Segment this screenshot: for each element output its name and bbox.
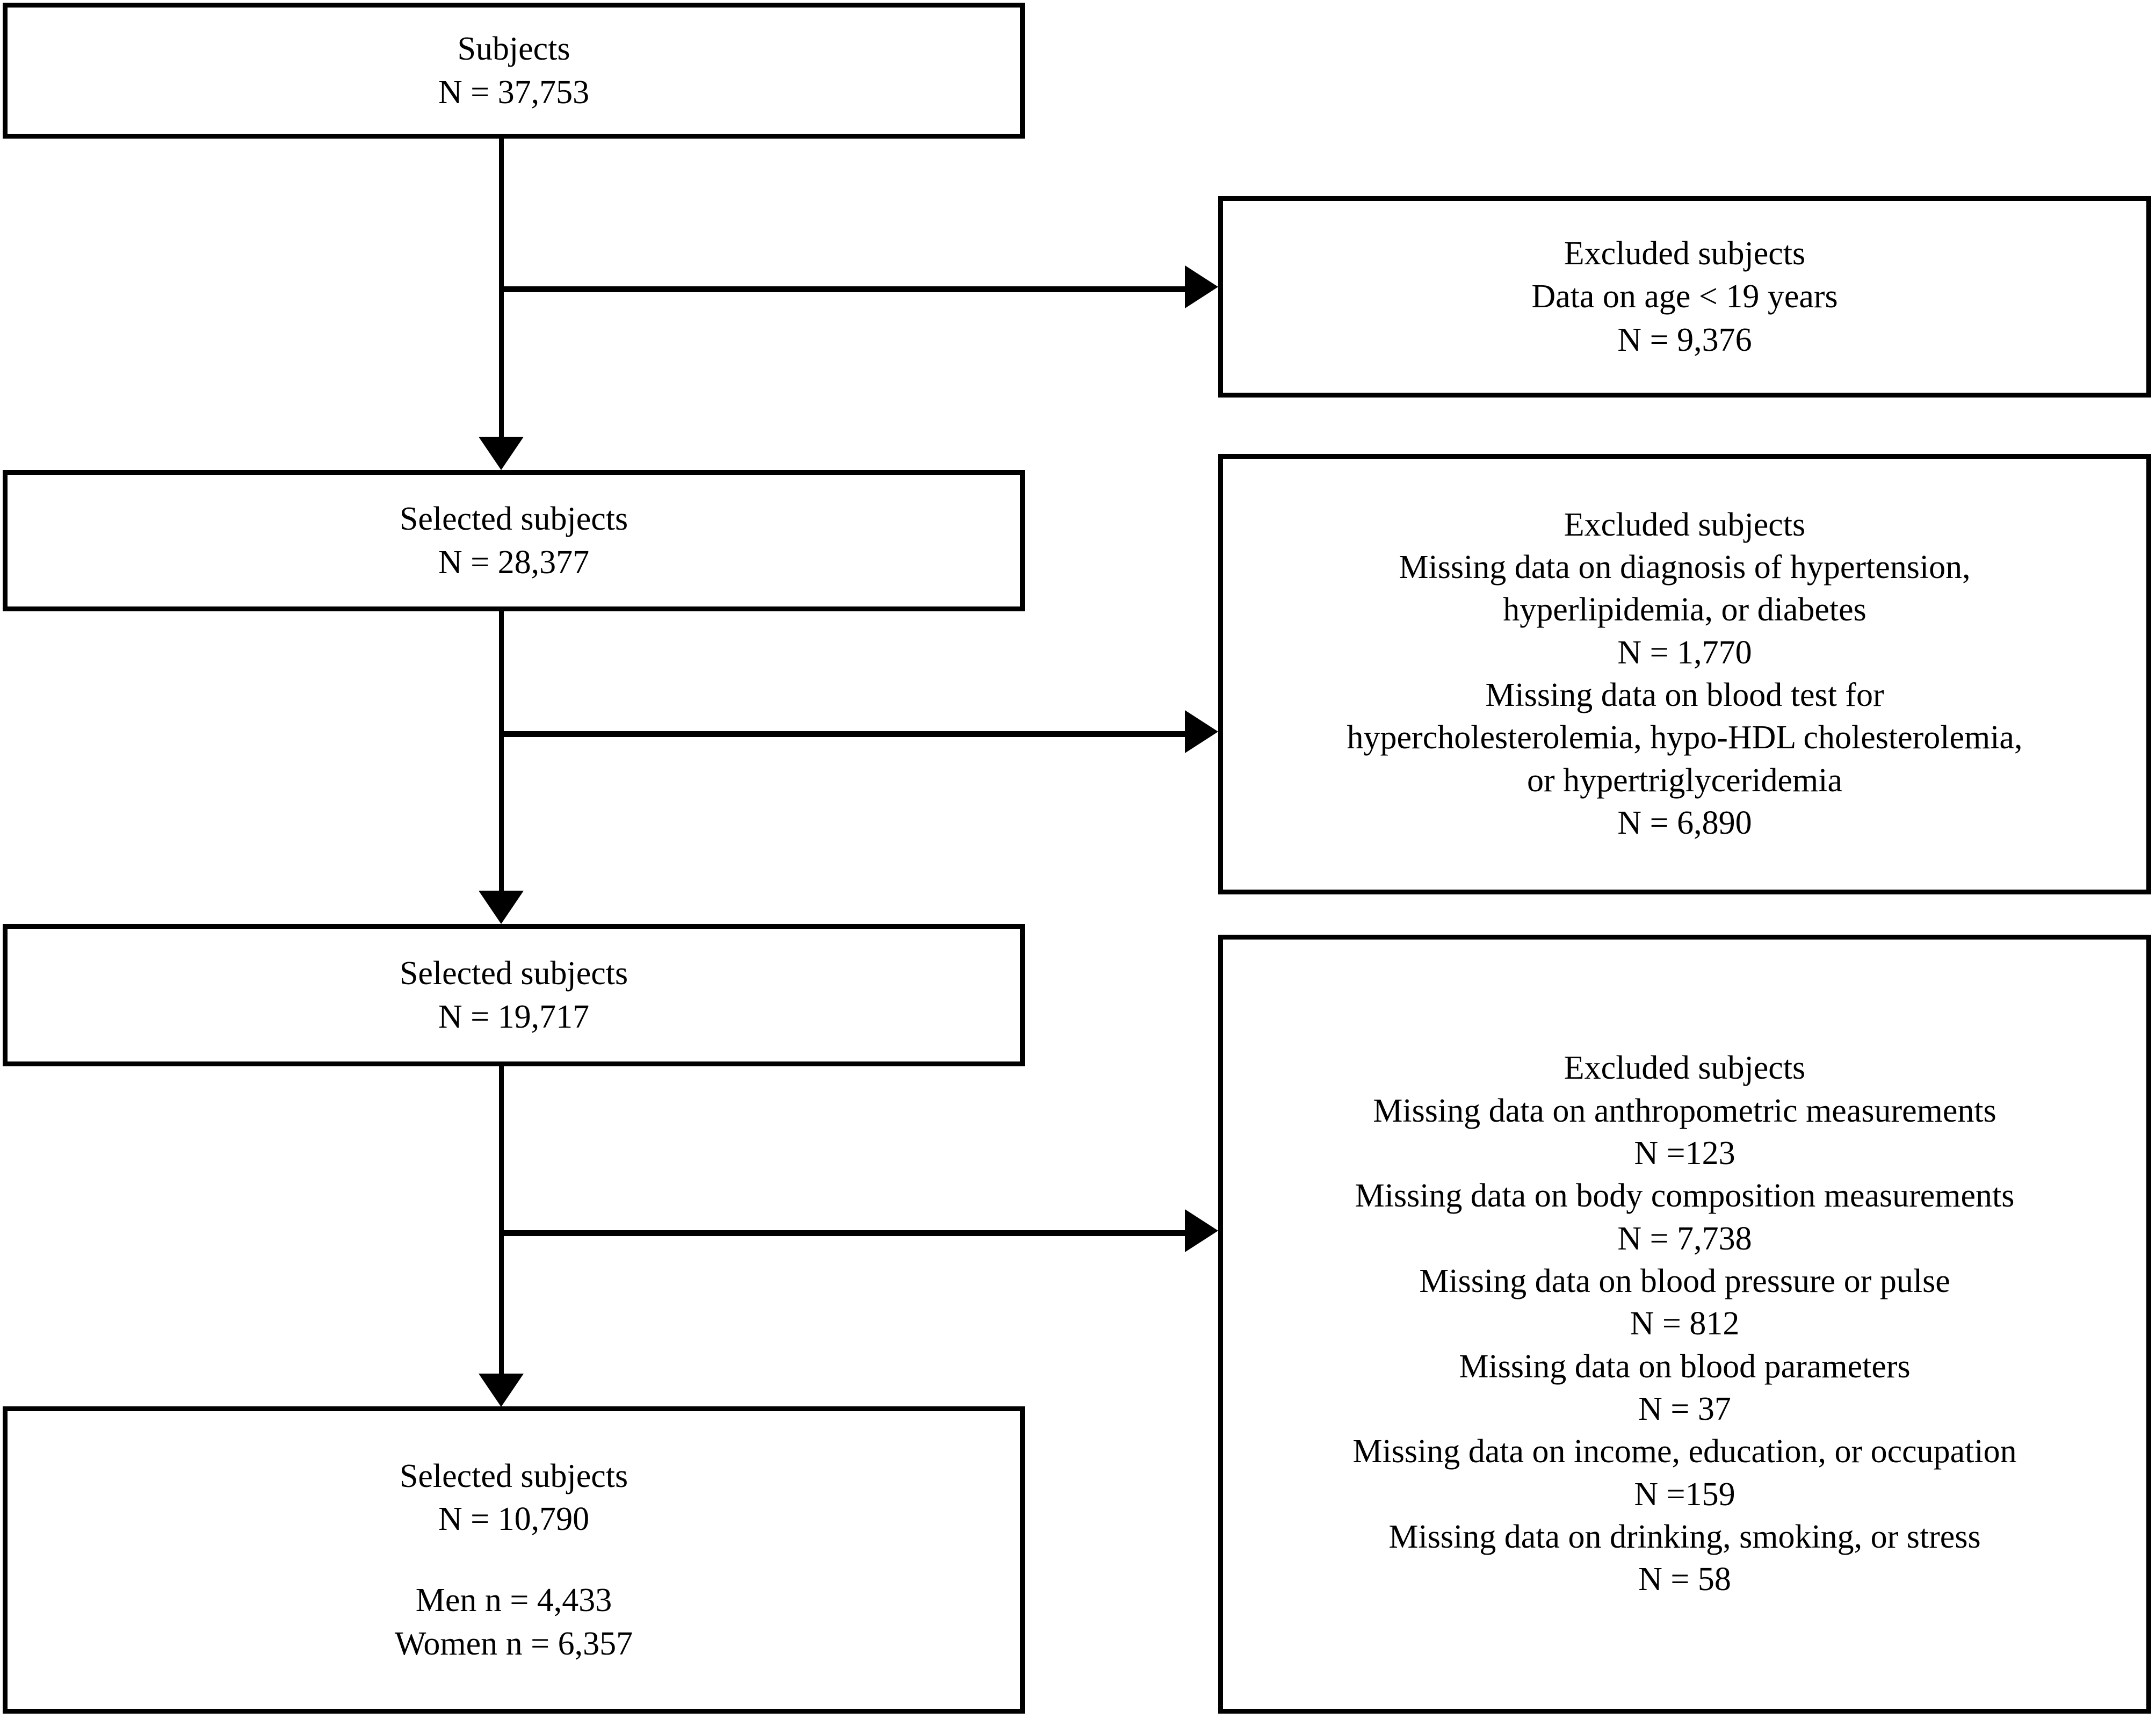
node-selected-1-line-2: N = 28,377: [438, 544, 590, 581]
node-excluded-subjects-measurements: Excluded subjects Missing data on anthro…: [1218, 935, 2151, 1714]
arrowhead-down-2: [479, 891, 524, 924]
node-excluded-3-line-13: N = 58: [1638, 1561, 1731, 1598]
node-subjects-line-2: N = 37,753: [438, 74, 590, 111]
connector-horizontal-3: [501, 1230, 1186, 1236]
node-excluded-subjects-age: Excluded subjects Data on age < 19 years…: [1218, 196, 2151, 398]
node-subjects: Subjects N = 37,753: [3, 3, 1025, 139]
node-subjects-line-1: Subjects: [457, 30, 570, 67]
node-excluded-3-line-6: Missing data on blood pressure or pulse: [1419, 1262, 1950, 1299]
node-excluded-1-line-2: Data on age < 19 years: [1531, 278, 1838, 315]
node-excluded-2-line-4: N = 1,770: [1617, 634, 1752, 671]
node-excluded-1-line-1: Excluded subjects: [1564, 235, 1806, 272]
node-excluded-2-line-7: or hypertriglyceridemia: [1526, 762, 1843, 799]
node-selected-3-women: Women n = 6,357: [394, 1625, 633, 1662]
node-excluded-subjects-diagnosis: Excluded subjects Missing data on diagno…: [1218, 454, 2151, 894]
connector-horizontal-2: [501, 731, 1186, 737]
arrowhead-down-3: [479, 1374, 524, 1407]
connector-vertical-3: [499, 1066, 504, 1374]
node-excluded-3-line-12: Missing data on drinking, smoking, or st…: [1388, 1519, 1981, 1556]
node-excluded-2-line-5: Missing data on blood test for: [1485, 677, 1884, 713]
node-excluded-2-line-6: hypercholesterolemia, hypo-HDL cholester…: [1347, 719, 2023, 756]
node-excluded-3-line-2: Missing data on anthropometric measureme…: [1373, 1092, 1996, 1129]
arrowhead-right-3: [1185, 1209, 1218, 1252]
node-excluded-3-line-10: Missing data on income, education, or oc…: [1352, 1433, 2017, 1470]
node-excluded-3-line-3: N =123: [1634, 1135, 1735, 1172]
node-excluded-3-line-9: N = 37: [1638, 1391, 1731, 1428]
node-selected-1-line-1: Selected subjects: [399, 500, 628, 537]
node-excluded-2-line-8: N = 6,890: [1617, 805, 1752, 842]
node-excluded-2-line-1: Excluded subjects: [1564, 506, 1806, 543]
arrowhead-down-1: [479, 437, 524, 470]
node-selected-subjects-2: Selected subjects N = 19,717: [3, 924, 1025, 1066]
node-excluded-2-line-3: hyperlipidemia, or diabetes: [1503, 591, 1866, 629]
connector-vertical-2: [499, 611, 504, 891]
node-selected-3-line-1: Selected subjects: [399, 1457, 628, 1494]
node-selected-subjects-final: Selected subjects N = 10,790 Men n = 4,4…: [3, 1406, 1025, 1714]
node-excluded-1-line-3: N = 9,376: [1617, 321, 1752, 358]
node-selected-2-line-1: Selected subjects: [399, 955, 628, 992]
node-excluded-3-line-1: Excluded subjects: [1564, 1050, 1806, 1087]
node-selected-subjects-1: Selected subjects N = 28,377: [3, 470, 1025, 611]
node-selected-2-line-2: N = 19,717: [438, 998, 590, 1035]
node-selected-3-men: Men n = 4,433: [415, 1582, 612, 1619]
node-excluded-3-line-11: N =159: [1634, 1476, 1735, 1513]
node-excluded-3-line-7: N = 812: [1630, 1305, 1740, 1342]
node-selected-3-line-2: N = 10,790: [438, 1501, 590, 1538]
node-excluded-2-line-2: Missing data on diagnosis of hypertensio…: [1399, 548, 1971, 586]
arrowhead-right-2: [1185, 710, 1218, 753]
arrowhead-right-1: [1185, 265, 1218, 308]
node-excluded-3-line-8: Missing data on blood parameters: [1459, 1348, 1911, 1385]
connector-horizontal-1: [501, 286, 1186, 292]
node-excluded-3-line-5: N = 7,738: [1617, 1220, 1752, 1257]
node-excluded-3-line-4: Missing data on body composition measure…: [1355, 1178, 2015, 1215]
